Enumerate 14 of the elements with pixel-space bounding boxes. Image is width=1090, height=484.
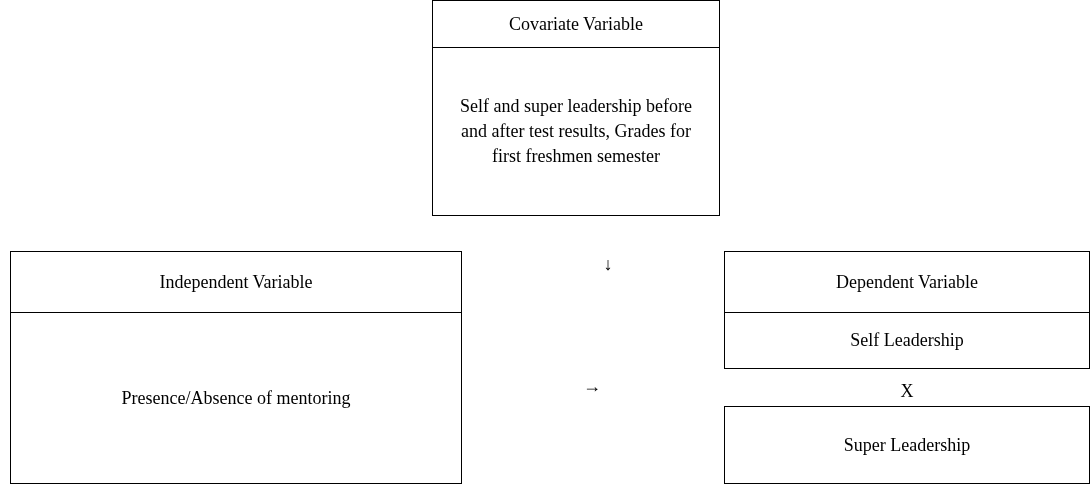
box-text: Super Leadership (843, 433, 971, 457)
variable-box (432, 0, 720, 216)
box-text: Self Leadership (850, 329, 964, 352)
box-heading: Dependent Variable (835, 270, 979, 294)
box-heading: Covariate Variable (508, 12, 644, 36)
variable-box (10, 251, 462, 484)
variable-box (724, 406, 1090, 484)
variable-box (724, 251, 1090, 369)
box-heading: Independent Variable (159, 270, 313, 294)
arrow-symbol: ↓ (602, 253, 614, 275)
box-text: Presence/Absence of mentoring (121, 386, 351, 410)
box-text: Self and super leadership before and after test results, Grades for first freshmen semester (459, 95, 693, 168)
interaction-symbol: X (899, 380, 915, 402)
arrow-symbol: → (582, 375, 602, 397)
